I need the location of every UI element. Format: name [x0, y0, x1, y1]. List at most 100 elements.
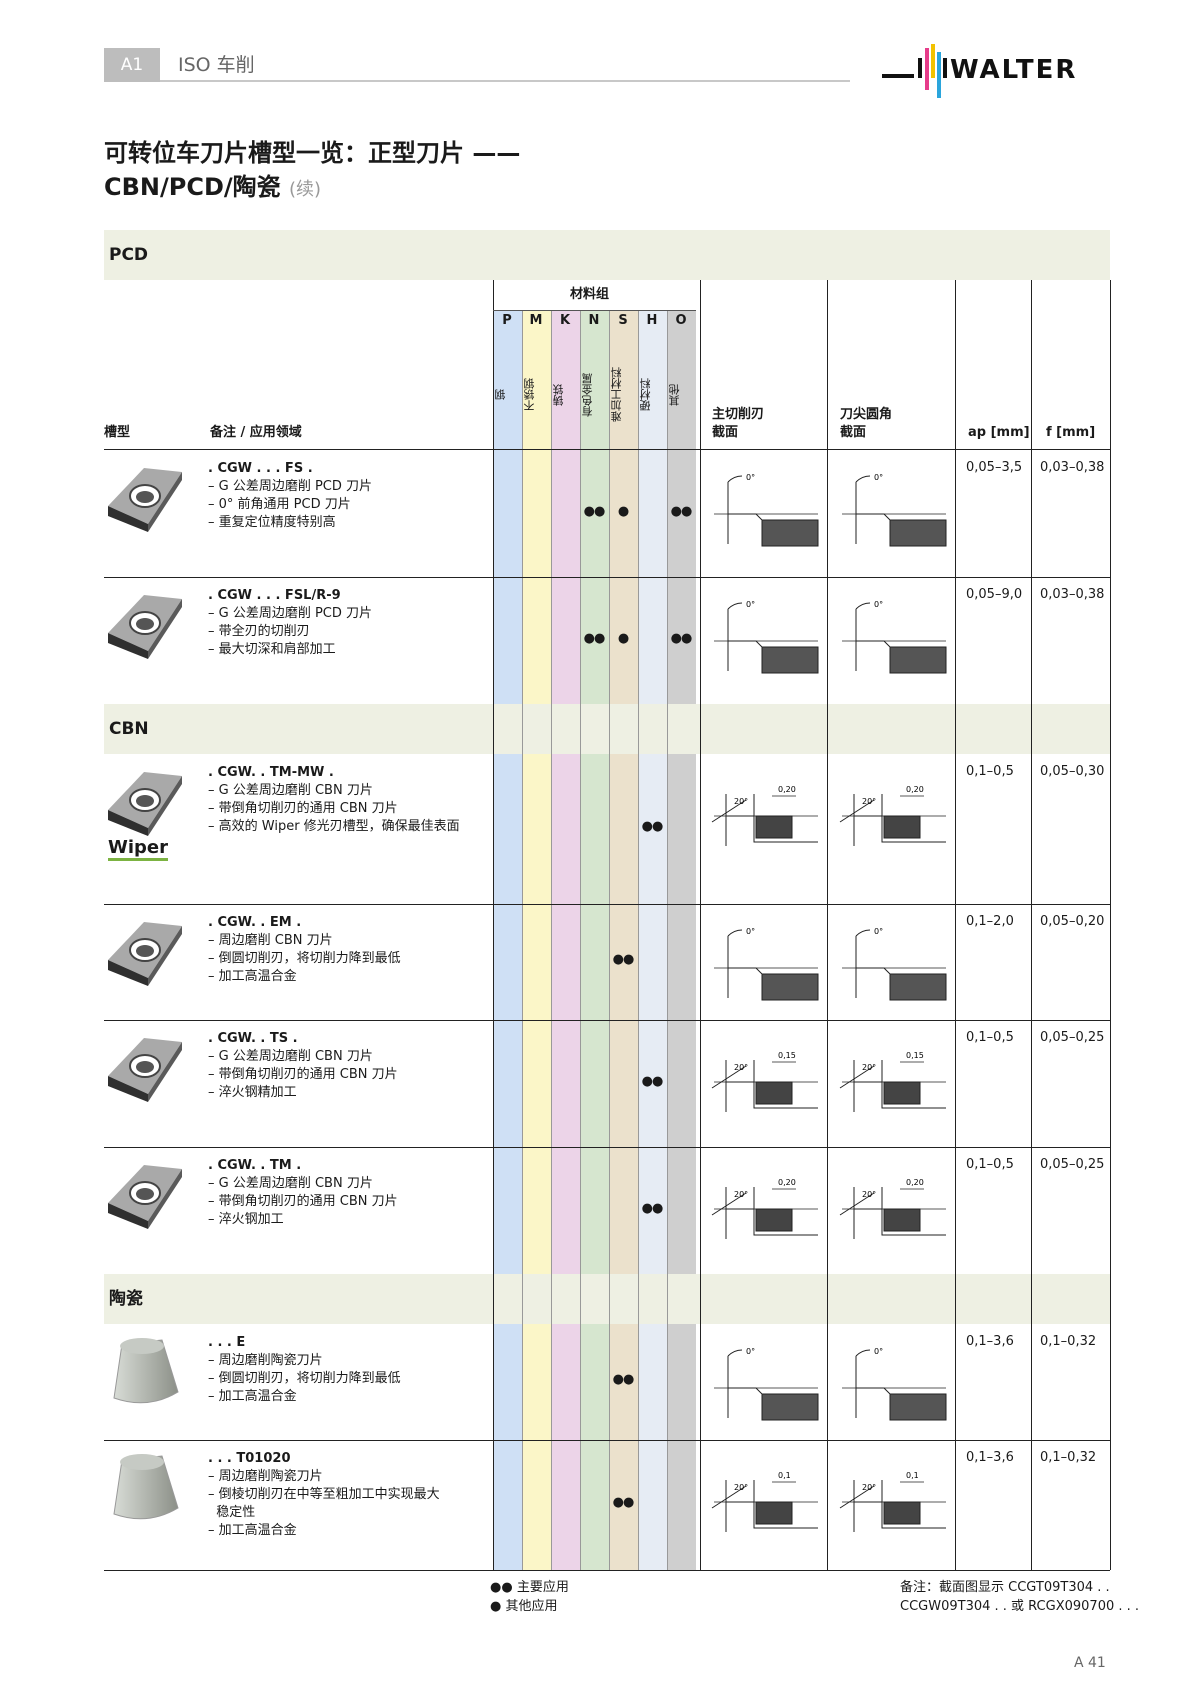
material-divider: [580, 310, 581, 1570]
header-material-O: 其他: [668, 384, 681, 406]
material-divider: [667, 310, 668, 1570]
svg-text:0°: 0°: [874, 600, 883, 609]
svg-text:0°: 0°: [874, 927, 883, 936]
remark-line: – G 公差周边磨削 PCD 刀片: [208, 606, 373, 621]
footnote: 备注：截面图显示 CCGT09T304 . . CCGW09T304 . . 或…: [900, 1580, 1140, 1614]
remark-line: – 带倒角切削刃的通用 CBN 刀片: [208, 1194, 398, 1209]
header-material-H: 硬材料: [639, 378, 652, 412]
svg-text:0°: 0°: [746, 1347, 755, 1356]
svg-text:20°: 20°: [734, 1190, 748, 1199]
row-divider: [104, 1440, 1110, 1441]
remark-line: – 加工高温合金: [208, 1389, 297, 1404]
row-divider: [104, 1147, 1110, 1148]
mark-H: ●●: [641, 1073, 664, 1089]
remark-line: – 周边磨削陶瓷刀片: [208, 1469, 323, 1484]
column-divider: [955, 280, 956, 1570]
ap-value: 0,05–3,5: [966, 460, 1023, 475]
column-divider: [493, 280, 494, 1570]
f-value: 0,1–0,32: [1040, 1450, 1097, 1465]
row-remarks: . CGW . . . FSL/R-9– G 公差周边磨削 PCD 刀片– 带全…: [208, 587, 372, 659]
remark-line: – 0° 前角通用 PCD 刀片: [208, 497, 351, 512]
svg-text:20°: 20°: [862, 1190, 876, 1199]
section-band-陶瓷: 陶瓷: [104, 1274, 1110, 1324]
remark-line: – 加工高温合金: [208, 969, 297, 984]
header-material-K: 铸铁: [552, 384, 565, 406]
column-divider: [1031, 280, 1032, 1570]
header-letter-N: N: [588, 313, 600, 328]
ap-value: 0,1–3,6: [966, 1450, 1014, 1465]
ap-value: 0,05–9,0: [966, 587, 1023, 602]
main-edge-section: 0°: [706, 914, 826, 1014]
row-remarks: . CGW. . EM .– 周边磨削 CBN 刀片– 倒圆切削刃，将切削力降到…: [208, 914, 401, 986]
svg-text:20°: 20°: [734, 1063, 748, 1072]
svg-text:0,20: 0,20: [778, 1178, 796, 1187]
mark-H: ●●: [641, 1200, 664, 1216]
ap-value: 0,1–3,6: [966, 1334, 1014, 1349]
f-value: 0,03–0,38: [1040, 587, 1105, 602]
corner-section: 20°0,1: [834, 1450, 954, 1550]
remark-line: – 加工高温合金: [208, 1523, 297, 1538]
section-tag: A1: [104, 48, 160, 82]
material-divider: [609, 310, 610, 1570]
row-divider: [104, 577, 1110, 578]
svg-text:0,15: 0,15: [778, 1051, 796, 1060]
header-corner: 刀尖圆角 截面: [840, 407, 893, 440]
svg-text:WALTER: WALTER: [950, 55, 1077, 85]
column-divider: [827, 280, 828, 1570]
material-divider: [522, 310, 523, 1570]
geometry-code: . CGW. . TM .: [208, 1158, 302, 1173]
geometry-code: . CGW . . . FSL/R-9: [208, 588, 341, 603]
svg-text:20°: 20°: [862, 1063, 876, 1072]
material-column-M: [522, 310, 551, 1570]
svg-text:0,20: 0,20: [906, 1178, 924, 1187]
material-column-N: [580, 310, 609, 1570]
row-remarks: . CGW. . TM .– G 公差周边磨削 CBN 刀片– 带倒角切削刃的通…: [208, 1157, 398, 1229]
mark-S: ●●: [612, 1372, 635, 1387]
remark-line: – 最大切深和肩部加工: [208, 642, 336, 657]
row-remarks: . CGW. . TS .– G 公差周边磨削 CBN 刀片– 带倒角切削刃的通…: [208, 1030, 398, 1102]
svg-text:20°: 20°: [862, 1483, 876, 1492]
remark-line: – 倒圆切削刃，将切削力降到最低: [208, 1371, 401, 1386]
mark-S: ●: [617, 503, 629, 519]
remark-line: – 高效的 Wiper 修光刃槽型，确保最佳表面: [208, 819, 460, 834]
svg-text:0°: 0°: [746, 600, 755, 609]
header-main-edge: 主切削刃 截面: [712, 407, 765, 440]
svg-text:0°: 0°: [746, 927, 755, 936]
insert-image: [104, 1452, 186, 1524]
remark-line: – 重复定位精度特别高: [208, 515, 336, 530]
f-value: 0,05–0,25: [1040, 1157, 1105, 1172]
insert-image: [104, 462, 186, 534]
header-letter-O: O: [675, 313, 687, 328]
mark-S: ●: [617, 630, 629, 646]
mark-S: ●●: [612, 952, 635, 967]
header-letter-H: H: [646, 313, 658, 328]
corner-section: 20° 0,20: [834, 1157, 954, 1257]
header-rule: [160, 80, 850, 82]
ap-value: 0,1–0,5: [966, 1030, 1014, 1045]
material-column-O: [667, 310, 696, 1570]
walter-logo: WALTER: [882, 44, 1077, 98]
column-divider: [1110, 280, 1111, 1570]
header-ap: ap [mm]: [968, 425, 1030, 440]
svg-text:20°: 20°: [734, 797, 748, 806]
header-material-N: 有色金属: [581, 373, 594, 417]
main-edge-section: 0°: [706, 1334, 826, 1434]
header-material-M: 不锈钢: [523, 378, 536, 412]
row-remarks: . . . E– 周边磨削陶瓷刀片– 倒圆切削刃，将切削力降到最低– 加工高温合…: [208, 1334, 401, 1406]
row-remarks: . CGW . . . FS .– G 公差周边磨削 PCD 刀片– 0° 前角…: [208, 460, 372, 532]
f-value: 0,03–0,38: [1040, 460, 1105, 475]
header-material-group: 材料组: [570, 287, 610, 302]
mark-N: ●●: [583, 503, 606, 519]
wiper-badge: Wiper: [108, 838, 168, 861]
header-bottom-rule: [104, 449, 1110, 450]
row-remarks: . CGW. . TM-MW .– G 公差周边磨削 CBN 刀片– 带倒角切削…: [208, 764, 460, 836]
row-divider: [104, 1020, 1110, 1021]
svg-text:0°: 0°: [874, 1347, 883, 1356]
remark-line: – 淬火钢加工: [208, 1212, 284, 1227]
header-remarks: 备注 / 应用领域: [210, 425, 302, 440]
geometry-code: . . . T01020: [208, 1451, 291, 1466]
page-number: A 41: [1074, 1655, 1106, 1671]
material-header-rule: [493, 310, 696, 311]
svg-text:0,15: 0,15: [906, 1051, 924, 1060]
svg-text:0°: 0°: [874, 473, 883, 482]
